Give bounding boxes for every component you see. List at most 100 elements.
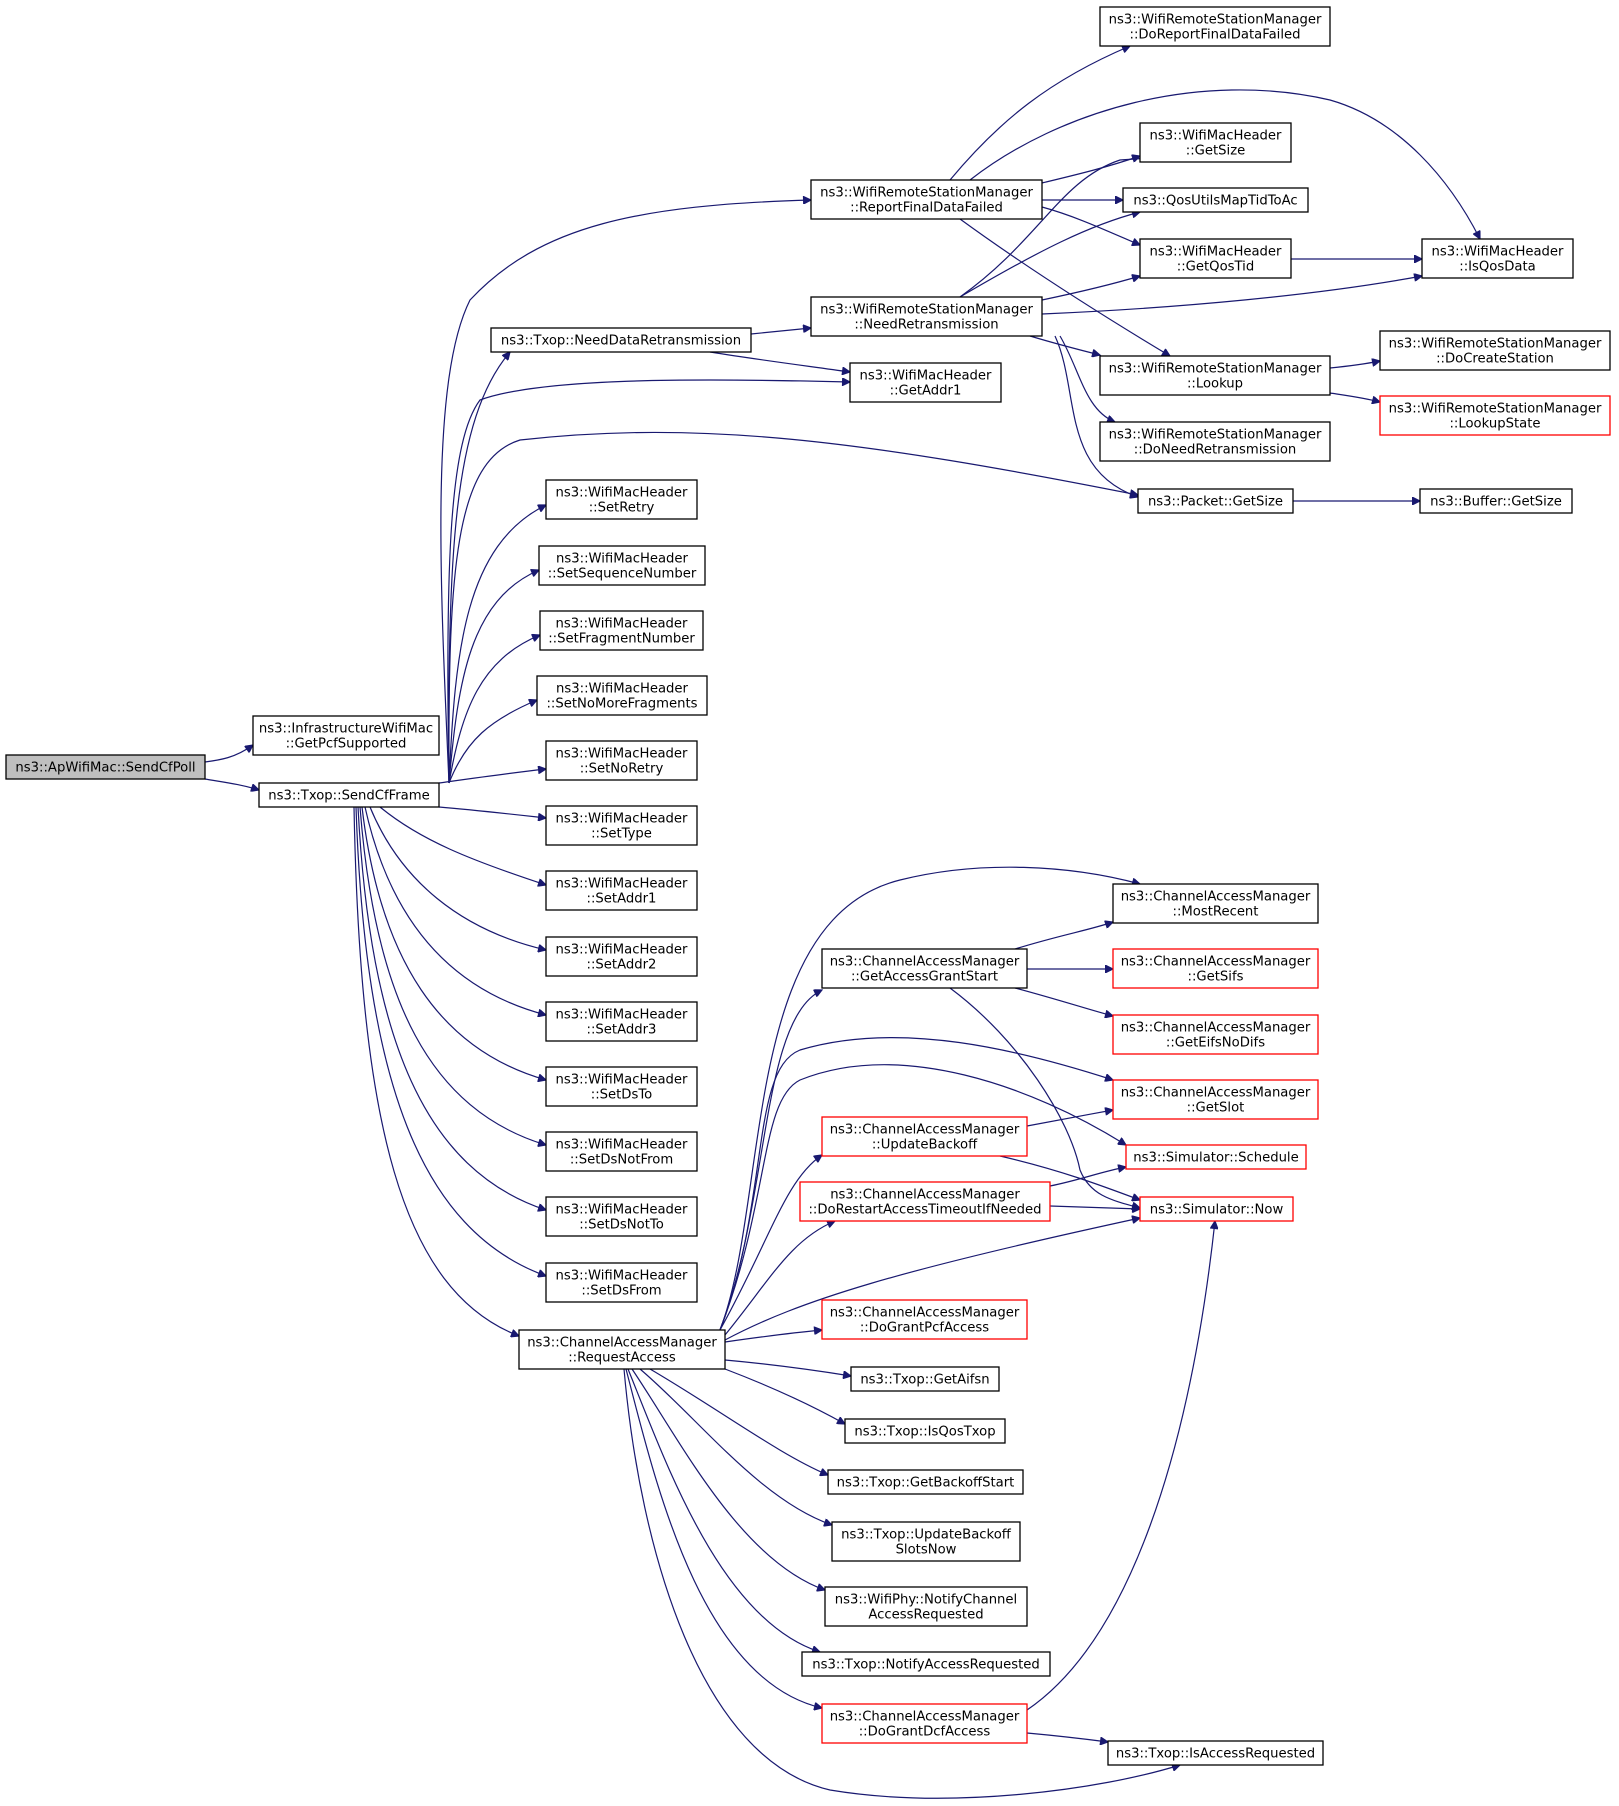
node-box [539, 610, 704, 651]
node-label: ::UpdateBackoff [872, 1138, 978, 1153]
node-wifi-mac-header-set-no-retry[interactable]: ns3::WifiMacHeader::SetNoRetry [545, 740, 698, 781]
node-label: ns3::Packet::GetSize [1148, 495, 1283, 510]
node-wifi-phy-notify-channel-access-requested[interactable]: ns3::WifiPhy::NotifyChannelAccessRequest… [824, 1586, 1028, 1627]
node-txop-send-cf-frame[interactable]: ns3::Txop::SendCfFrame [258, 782, 440, 808]
node-wifi-remote-station-manager-report-final-data-failed[interactable]: ns3::WifiRemoteStationManager::ReportFin… [810, 179, 1043, 220]
node-wifi-mac-header-set-type[interactable]: ns3::WifiMacHeader::SetType [545, 805, 698, 846]
node-label: ::GetAddr1 [890, 384, 962, 399]
node-channel-access-manager-request-access[interactable]: ns3::ChannelAccessManager::RequestAccess [518, 1329, 726, 1370]
node-label: ::GetPcfSupported [286, 737, 407, 752]
node-wifi-mac-header-set-sequence-number[interactable]: ns3::WifiMacHeader::SetSequenceNumber [538, 545, 706, 586]
node-label: ns3::ChannelAccessManager [830, 1123, 1020, 1138]
edge-txop-send-cf-frame-to-wifi-mac-header-set-no-more-fragments [448, 700, 537, 784]
node-label: ::DoGrantPcfAccess [860, 1321, 989, 1336]
node-label: ns3::ChannelAccessManager [830, 1710, 1020, 1725]
node-label: ::GetSlot [1187, 1101, 1245, 1116]
edge-channel-access-manager-request-access-to-txop-is-qos-txop [724, 1368, 845, 1424]
node-box [1099, 421, 1331, 462]
node-wifi-mac-header-set-ds-from[interactable]: ns3::WifiMacHeader::SetDsFrom [545, 1262, 698, 1303]
node-channel-access-manager-get-eifs-no-difs[interactable]: ns3::ChannelAccessManager::GetEifsNoDifs [1112, 1014, 1319, 1055]
node-channel-access-manager-most-recent[interactable]: ns3::ChannelAccessManager::MostRecent [1112, 883, 1319, 924]
node-wifi-mac-header-set-ds-not-to[interactable]: ns3::WifiMacHeader::SetDsNotTo [545, 1196, 698, 1237]
node-label: ns3::ChannelAccessManager [1121, 955, 1311, 970]
node-wifi-mac-header-set-fragment-number[interactable]: ns3::WifiMacHeader::SetFragmentNumber [539, 610, 704, 651]
node-wifi-remote-station-manager-do-need-retransmission[interactable]: ns3::WifiRemoteStationManager::DoNeedRet… [1099, 421, 1331, 462]
node-wifi-mac-header-set-ds-not-from[interactable]: ns3::WifiMacHeader::SetDsNotFrom [545, 1131, 698, 1172]
node-box [801, 1651, 1051, 1677]
node-box [1107, 1740, 1324, 1766]
node-simulator-schedule[interactable]: ns3::Simulator::Schedule [1125, 1144, 1307, 1170]
node-txop-get-aifsn[interactable]: ns3::Txop::GetAifsn [850, 1366, 1000, 1392]
node-wifi-mac-header-set-addr3[interactable]: ns3::WifiMacHeader::SetAddr3 [545, 1001, 698, 1042]
node-label: ::Lookup [1187, 377, 1243, 392]
node-channel-access-manager-get-sifs[interactable]: ns3::ChannelAccessManager::GetSifs [1112, 948, 1319, 989]
edge-channel-access-manager-do-grant-dcf-access-to-txop-is-access-requested [1026, 1732, 1108, 1742]
node-label: ::GetAccessGrantStart [851, 970, 998, 985]
node-txop-notify-access-requested[interactable]: ns3::Txop::NotifyAccessRequested [801, 1651, 1051, 1677]
node-label: ::SetNoMoreFragments [546, 697, 697, 712]
node-channel-access-manager-do-grant-pcf-access[interactable]: ns3::ChannelAccessManager::DoGrantPcfAcc… [821, 1299, 1028, 1340]
node-label: ::SetAddr3 [587, 1023, 657, 1038]
node-wifi-mac-header-get-addr1[interactable]: ns3::WifiMacHeader::GetAddr1 [849, 362, 1002, 403]
node-wifi-remote-station-manager-lookup-state[interactable]: ns3::WifiRemoteStationManager::LookupSta… [1379, 395, 1611, 436]
node-box [1099, 355, 1331, 396]
node-txop-is-access-requested[interactable]: ns3::Txop::IsAccessRequested [1107, 1740, 1324, 1766]
node-wifi-mac-header-set-retry[interactable]: ns3::WifiMacHeader::SetRetry [545, 479, 698, 520]
node-label: ns3::WifiMacHeader [556, 552, 689, 567]
node-label: ns3::Simulator::Now [1150, 1203, 1284, 1218]
node-box [844, 1418, 1006, 1444]
node-wifi-mac-header-set-addr2[interactable]: ns3::WifiMacHeader::SetAddr2 [545, 936, 698, 977]
node-wifi-mac-header-set-ds-to[interactable]: ns3::WifiMacHeader::SetDsTo [545, 1066, 698, 1107]
edge-wifi-remote-station-manager-need-retransmission-to-wifi-remote-station-manager-do-need-retransmission [1059, 335, 1115, 422]
node-buffer-get-size[interactable]: ns3::Buffer::GetSize [1419, 488, 1573, 514]
node-label: ns3::WifiMacHeader [1150, 129, 1283, 144]
node-wifi-remote-station-manager-lookup[interactable]: ns3::WifiRemoteStationManager::Lookup [1099, 355, 1331, 396]
node-packet-get-size[interactable]: ns3::Packet::GetSize [1137, 488, 1294, 514]
node-box [1139, 122, 1292, 163]
node-box [1419, 488, 1573, 514]
node-label: ns3::ChannelAccessManager [1121, 1086, 1311, 1101]
node-channel-access-manager-get-slot[interactable]: ns3::ChannelAccessManager::GetSlot [1112, 1079, 1319, 1120]
node-wifi-mac-header-set-no-more-fragments[interactable]: ns3::WifiMacHeader::SetNoMoreFragments [536, 675, 708, 716]
node-label: ns3::ChannelAccessManager [1121, 890, 1311, 905]
node-infrastructure-wifi-mac-get-pcf-supported[interactable]: ns3::InfrastructureWifiMac::GetPcfSuppor… [252, 715, 440, 756]
node-box [821, 1116, 1028, 1157]
edge-wifi-remote-station-manager-report-final-data-failed-to-wifi-mac-header-is-qos-data [969, 89, 1480, 239]
node-wifi-remote-station-manager-need-retransmission[interactable]: ns3::WifiRemoteStationManager::NeedRetra… [810, 296, 1043, 337]
edge-txop-need-data-retransmission-to-wifi-mac-header-get-addr1 [709, 351, 850, 372]
node-label: ns3::WifiMacHeader [556, 1008, 689, 1023]
node-label: ns3::WifiMacHeader [556, 1203, 689, 1218]
node-txop-is-qos-txop[interactable]: ns3::Txop::IsQosTxop [844, 1418, 1006, 1444]
node-label: ns3::WifiRemoteStationManager [820, 303, 1033, 318]
node-label: ::SetFragmentNumber [548, 632, 695, 647]
node-simulator-now[interactable]: ns3::Simulator::Now [1139, 1196, 1294, 1222]
node-wifi-remote-station-manager-do-report-final-data-failed[interactable]: ns3::WifiRemoteStationManager::DoReportF… [1099, 6, 1331, 47]
node-channel-access-manager-get-access-grant-start[interactable]: ns3::ChannelAccessManager::GetAccessGran… [821, 948, 1028, 989]
node-box [538, 545, 706, 586]
node-box [1112, 1014, 1319, 1055]
node-channel-access-manager-do-restart-access-timeout-if-needed[interactable]: ns3::ChannelAccessManager::DoRestartAcce… [799, 1181, 1051, 1222]
node-channel-access-manager-update-backoff[interactable]: ns3::ChannelAccessManager::UpdateBackoff [821, 1116, 1028, 1157]
node-wifi-remote-station-manager-do-create-station[interactable]: ns3::WifiRemoteStationManager::DoCreateS… [1379, 330, 1611, 371]
node-label: ns3::ApWifiMac::SendCfPoll [15, 761, 195, 776]
node-label: ::DoReportFinalDataFailed [1130, 28, 1301, 43]
node-wifi-mac-header-set-addr1[interactable]: ns3::WifiMacHeader::SetAddr1 [545, 870, 698, 911]
node-ap-wifi-mac-send-cf-poll[interactable]: ns3::ApWifiMac::SendCfPoll [5, 754, 206, 780]
node-label: AccessRequested [868, 1608, 983, 1623]
edge-channel-access-manager-request-access-to-wifi-phy-notify-channel-access-requested [631, 1368, 825, 1590]
node-wifi-mac-header-get-size[interactable]: ns3::WifiMacHeader::GetSize [1139, 122, 1292, 163]
node-qos-utils-map-tid-to-ac[interactable]: ns3::QosUtilsMapTidToAc [1122, 187, 1309, 213]
node-label: ns3::WifiMacHeader [556, 1269, 689, 1284]
node-label: ::IsQosData [1459, 260, 1535, 275]
node-label: ::SetType [591, 827, 652, 842]
node-txop-get-backoff-start[interactable]: ns3::Txop::GetBackoffStart [827, 1469, 1024, 1495]
edge-txop-send-cf-frame-to-wifi-mac-header-set-ds-to [361, 806, 546, 1080]
node-wifi-mac-header-get-qos-tid[interactable]: ns3::WifiMacHeader::GetQosTid [1139, 238, 1292, 279]
node-channel-access-manager-do-grant-dcf-access[interactable]: ns3::ChannelAccessManager::DoGrantDcfAcc… [821, 1703, 1028, 1744]
node-label: ::RequestAccess [568, 1351, 676, 1366]
node-wifi-mac-header-is-qos-data[interactable]: ns3::WifiMacHeader::IsQosData [1421, 238, 1574, 279]
node-box [850, 1366, 1000, 1392]
node-txop-need-data-retransmission[interactable]: ns3::Txop::NeedDataRetransmission [490, 327, 752, 353]
node-box [1099, 6, 1331, 47]
